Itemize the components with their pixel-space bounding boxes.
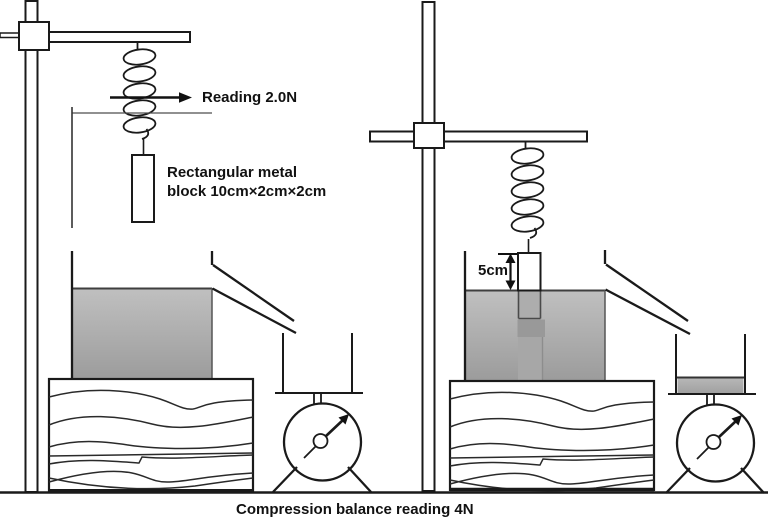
pointer-reference-lines <box>71 107 212 228</box>
caption: Compression balance reading 4N <box>236 501 474 518</box>
spring-right <box>509 140 546 253</box>
beaker-water-right <box>677 376 744 394</box>
depth-marker <box>498 253 518 290</box>
metal-block-label-line1: Rectangular metal <box>167 164 298 181</box>
compression-balance-left <box>271 331 373 494</box>
wooden-bench-right <box>448 379 656 492</box>
retort-stand-left <box>0 0 191 493</box>
reading-arrow <box>110 92 192 103</box>
metal-block-left <box>131 154 155 223</box>
displacement-can-left <box>70 251 297 378</box>
spring-reading-label: Reading 2.0N <box>202 89 298 106</box>
compression-balance-right <box>664 332 766 495</box>
wooden-bench-left <box>47 377 255 493</box>
submerged-block-right <box>517 290 545 387</box>
metal-block-label-line2: block 10cm×2cm×2cm <box>167 183 327 200</box>
displacement-can-right <box>463 250 691 380</box>
depth-label: 5cm <box>478 262 509 279</box>
metal-block-label: Rectangular metal block 10cm×2cm×2cm <box>167 163 326 201</box>
water-left <box>72 287 213 379</box>
metal-block-right <box>517 252 542 292</box>
spring-left <box>121 41 158 155</box>
retort-stand-right <box>369 1 588 492</box>
